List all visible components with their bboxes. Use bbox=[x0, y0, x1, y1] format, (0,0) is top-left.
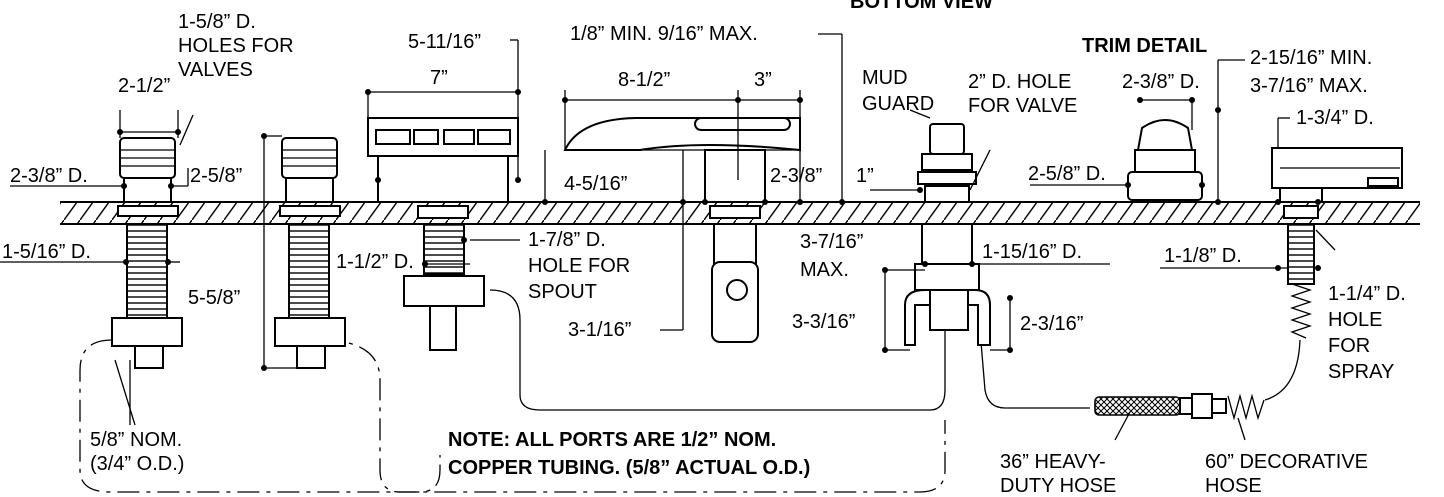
dimension-dots bbox=[117, 89, 1321, 371]
mud-guard-line1: MUD bbox=[862, 67, 908, 89]
dim-2-3-16-text: 2-3/16” bbox=[1020, 313, 1083, 335]
holes-for-valves-line3: VALVES bbox=[178, 59, 253, 81]
dim-5-11-16: 5-11/16” bbox=[408, 31, 481, 53]
dim-1-5-16-d: 1-5/16” D. bbox=[2, 241, 91, 263]
dim-3-7-16-max-trim: 3-7/16” MAX. bbox=[1250, 75, 1368, 97]
dim-1-1-8-d: 1-1/8” D. bbox=[1164, 245, 1242, 267]
left-valve bbox=[111, 137, 183, 369]
nominal-size-line1: 5/8” NOM. bbox=[90, 429, 182, 451]
dim-4-5-16: 4-5/16” bbox=[564, 173, 627, 195]
dim-2-3-8-d-trim: 2-3/8” D. bbox=[1122, 71, 1200, 93]
spray-hole-line2: HOLE bbox=[1328, 309, 1382, 331]
decorative-hose-line1: 60” DECORATIVE bbox=[1205, 451, 1368, 473]
spray-hole-line1: 1-1/4” D. bbox=[1328, 283, 1406, 305]
trim-detail-valve bbox=[1127, 119, 1203, 201]
holes-for-valves-line1: 1-5/8” D. bbox=[178, 11, 256, 33]
center-left-valve bbox=[274, 137, 346, 369]
hand-spray bbox=[1271, 147, 1403, 339]
heavy-duty-hose-line1: 36” HEAVY- bbox=[1000, 451, 1106, 473]
spout-hole-line1: 1-7/8” D. bbox=[528, 229, 606, 251]
dim-3-7-16-line2: MAX. bbox=[800, 259, 849, 281]
dim-3-3-16: 3-3/16” bbox=[792, 311, 855, 333]
dim-2-15-16-min: 2-15/16” MIN. bbox=[1250, 47, 1372, 69]
spray-hole-line3: FOR bbox=[1328, 335, 1370, 357]
dim-1-15-16-d: 1-15/16” D. bbox=[982, 241, 1082, 263]
spout-hole-line2: HOLE FOR bbox=[528, 255, 630, 277]
dim-3-1-16: 3-1/16” bbox=[568, 319, 631, 341]
spray-hole-line4: SPRAY bbox=[1328, 361, 1394, 383]
holes-for-valves-line2: HOLES FOR bbox=[178, 35, 294, 57]
dim-1: 1” bbox=[856, 165, 874, 187]
dim-8-1-2: 8-1/2” bbox=[618, 69, 670, 91]
dim-2-3-8-spout: 2-3/8” bbox=[770, 165, 822, 187]
dim-3-7-16-line1: 3-7/16” bbox=[800, 231, 863, 253]
copper-tubing-routes bbox=[79, 289, 1301, 493]
dim-1-3-4-d: 1-3/4” D. bbox=[1296, 107, 1374, 129]
hose-assembly bbox=[1094, 393, 1265, 421]
bottom-view-label: BOTTOM VIEW bbox=[850, 0, 993, 13]
nominal-size-line2: (3/4” O.D.) bbox=[90, 453, 184, 475]
note-line2: COPPER TUBING. (5/8” ACTUAL O.D.) bbox=[448, 457, 810, 479]
hole-for-valve-line2: FOR VALVE bbox=[968, 95, 1077, 117]
center-valve-mud-guard bbox=[904, 123, 991, 346]
dimension-lines bbox=[0, 33, 1336, 441]
decorative-hose-line2: HOSE bbox=[1205, 475, 1262, 497]
dim-2-5-8-d: 2-5/8” D. bbox=[1028, 163, 1106, 185]
mud-guard-line2: GUARD bbox=[862, 93, 934, 115]
dim-3: 3” bbox=[754, 69, 772, 91]
note-line1: NOTE: ALL PORTS ARE 1/2” NOM. bbox=[448, 429, 776, 451]
waterfall-spout bbox=[563, 117, 801, 343]
spout-hole-line3: SPOUT bbox=[528, 281, 597, 303]
dim-7: 7” bbox=[430, 67, 448, 89]
heavy-duty-hose-line2: DUTY HOSE bbox=[1000, 475, 1116, 497]
dim-5-5-8: 5-5/8” bbox=[188, 287, 240, 309]
dim-1-8-min-9-16-max: 1/8” MIN. 9/16” MAX. bbox=[570, 23, 758, 45]
trim-detail-label: TRIM DETAIL bbox=[1082, 35, 1207, 57]
roman-tub-spout bbox=[367, 117, 519, 351]
dim-2-3-8-d-left: 2-3/8” D. bbox=[10, 165, 88, 187]
hole-for-valve-line1: 2” D. HOLE bbox=[968, 71, 1071, 93]
annotation-labels: BOTTOM VIEW TRIM DETAIL 1-5/8” D. HOLES … bbox=[2, 0, 1406, 497]
dim-1-1-2-d: 1-1/2” D. bbox=[336, 251, 414, 273]
dim-2-5-8: 2-5/8” bbox=[190, 165, 242, 187]
dim-2-1-2: 2-1/2” bbox=[118, 75, 170, 97]
